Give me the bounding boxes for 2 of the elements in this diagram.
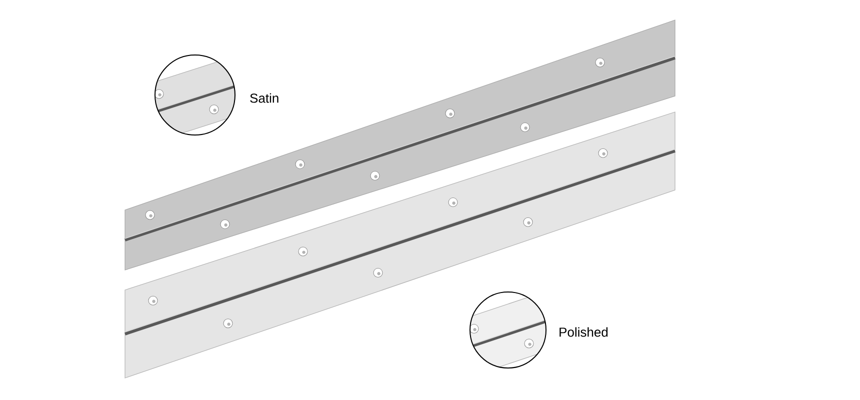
finish-label: Satin — [250, 93, 278, 103]
finish-label: Polished — [560, 327, 608, 337]
